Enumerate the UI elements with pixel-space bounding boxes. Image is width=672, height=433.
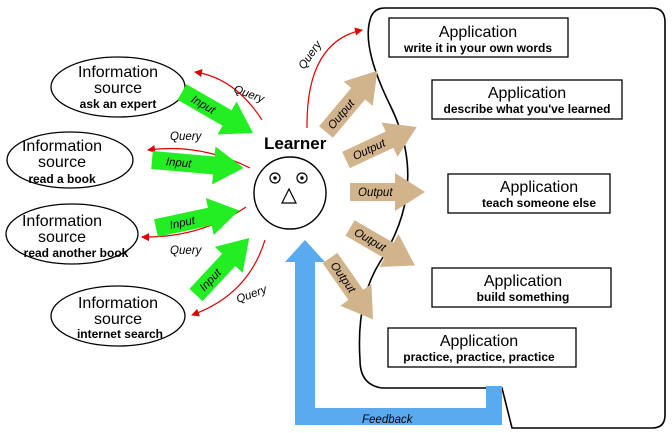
source-detail: internet search <box>77 327 163 341</box>
learner-label: Learner <box>264 134 327 153</box>
application-detail: write it in your own words <box>403 41 552 55</box>
source-detail: read another book <box>24 246 129 260</box>
source-read-another-book: Information source read another book <box>5 203 139 265</box>
input-label: Input <box>165 156 192 170</box>
learner-face <box>253 156 327 230</box>
output-label: Output <box>358 187 393 199</box>
application-write: Application write it in your own words <box>388 17 569 58</box>
output-arrow-3: Output <box>350 173 425 211</box>
input-label: Input <box>169 215 197 232</box>
query-label-5: Query <box>297 38 326 72</box>
application-build: Application build something <box>431 267 612 308</box>
query-label-4: Query <box>235 283 270 305</box>
source-title: Information <box>78 295 158 312</box>
source-detail: read a book <box>28 172 96 186</box>
source-read-book: Information source read a book <box>6 131 134 189</box>
source-subtitle: source <box>38 154 86 171</box>
source-subtitle: source <box>94 311 142 328</box>
application-detail: teach someone else <box>482 196 596 210</box>
application-detail: describe what you've learned <box>444 102 611 116</box>
source-subtitle: source <box>94 80 142 97</box>
source-subtitle: source <box>38 229 86 246</box>
application-practice: Application practice, practice, practice <box>387 327 577 368</box>
query-arrow-2 <box>147 145 251 169</box>
application-detail: build something <box>477 290 570 304</box>
application-title: Application <box>439 24 517 41</box>
query-label-2: Query <box>170 131 203 143</box>
query-label-3: Query <box>170 245 203 257</box>
application-teach: Application teach someone else <box>447 173 611 214</box>
query-arrow-1 <box>194 69 263 121</box>
source-detail: ask an expert <box>80 97 157 111</box>
source-title: Information <box>78 64 158 81</box>
application-detail: practice, practice, practice <box>403 350 555 364</box>
input-arrow-2: Input <box>151 146 244 185</box>
application-title: Application <box>500 179 578 196</box>
application-title: Application <box>484 273 562 290</box>
query-arrow-5 <box>306 27 363 129</box>
feedback-label: Feedback <box>362 414 414 426</box>
query-arrow-4 <box>191 239 266 317</box>
source-ask-expert: Information source ask an expert <box>50 56 186 118</box>
source-internet-search: Information source internet search <box>50 285 186 347</box>
feedback-arrow <box>285 240 502 425</box>
application-title: Application <box>440 333 518 350</box>
source-title: Information <box>22 213 102 230</box>
application-describe: Application describe what you've learned <box>431 79 623 120</box>
source-title: Information <box>22 138 102 155</box>
application-title: Application <box>488 85 566 102</box>
input-arrow-3: Input <box>154 197 240 237</box>
